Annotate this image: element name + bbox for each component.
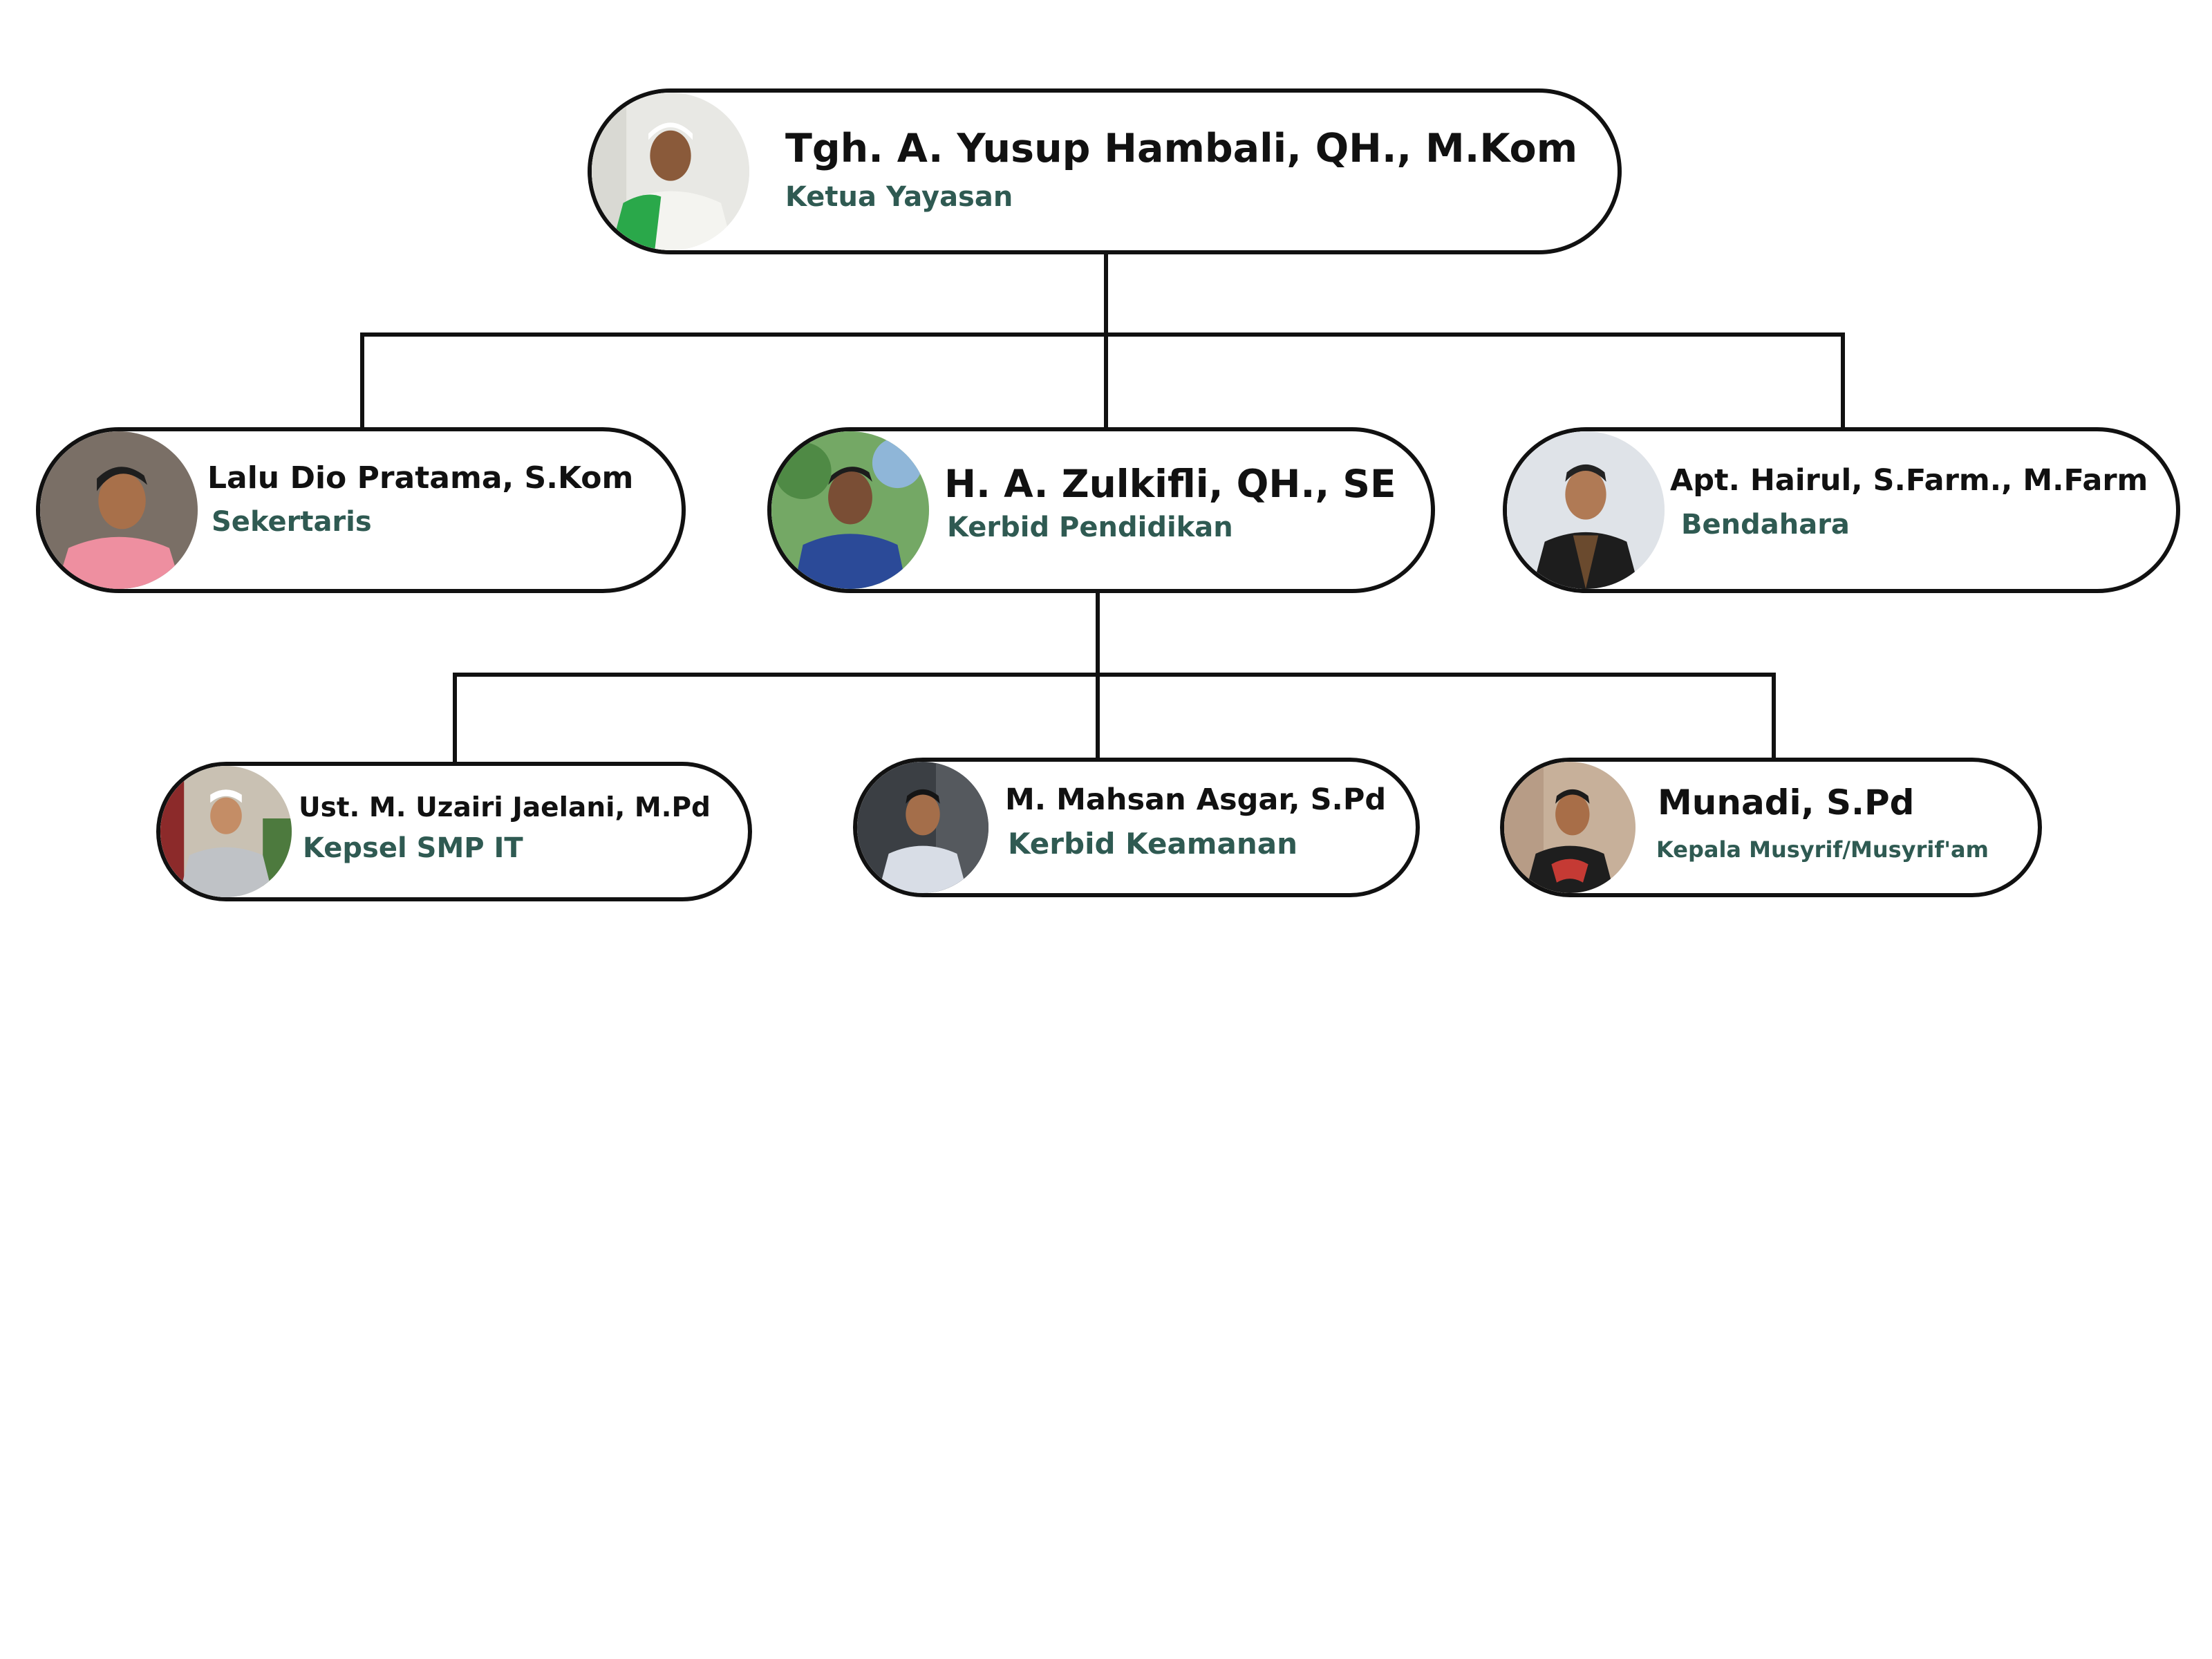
node-security[interactable]: M. Mahsan Asgar, S.Pd Kerbid Keamanan [853,758,1420,897]
avatar [771,431,929,589]
node-name: H. A. Zulkifli, QH., SE [944,462,1396,506]
node-secretary[interactable]: Lalu Dio Pratama, S.Kom Sekertaris [36,427,686,593]
avatar [857,762,988,893]
node-chair[interactable]: Tgh. A. Yusup Hambali, QH., M.Kom Ketua … [588,88,1622,254]
node-role: Kepala Musyrif/Musyrif'am [1656,836,1989,863]
node-role: Kerbid Keamanan [1008,827,1298,861]
avatar [1507,431,1665,589]
avatar [40,431,198,589]
node-role: Bendahara [1681,509,1850,541]
avatar [592,93,749,250]
node-treasurer[interactable]: Apt. Hairul, S.Farm., M.Farm Bendahara [1503,427,2180,593]
node-education[interactable]: H. A. Zulkifli, QH., SE Kerbid Pendidika… [767,427,1435,593]
node-musyrif[interactable]: Munadi, S.Pd Kepala Musyrif/Musyrif'am [1500,758,2042,897]
node-role: Ketua Yayasan [785,181,1013,213]
node-name: M. Mahsan Asgar, S.Pd [1005,782,1387,817]
node-name: Apt. Hairul, S.Farm., M.Farm [1670,463,2148,498]
node-name: Ust. M. Uzairi Jaelani, M.Pd [299,792,711,823]
node-role: Kepsel SMP IT [303,832,523,864]
avatar [160,766,292,897]
node-name: Tgh. A. Yusup Hambali, QH., M.Kom [785,126,1578,171]
avatar [1504,762,1635,893]
node-role: Sekertaris [212,506,372,538]
node-role: Kerbid Pendidikan [947,512,1233,543]
node-name: Munadi, S.Pd [1658,782,1915,823]
node-name: Lalu Dio Pratama, S.Kom [207,460,634,496]
node-principal[interactable]: Ust. M. Uzairi Jaelani, M.Pd Kepsel SMP … [156,762,752,901]
